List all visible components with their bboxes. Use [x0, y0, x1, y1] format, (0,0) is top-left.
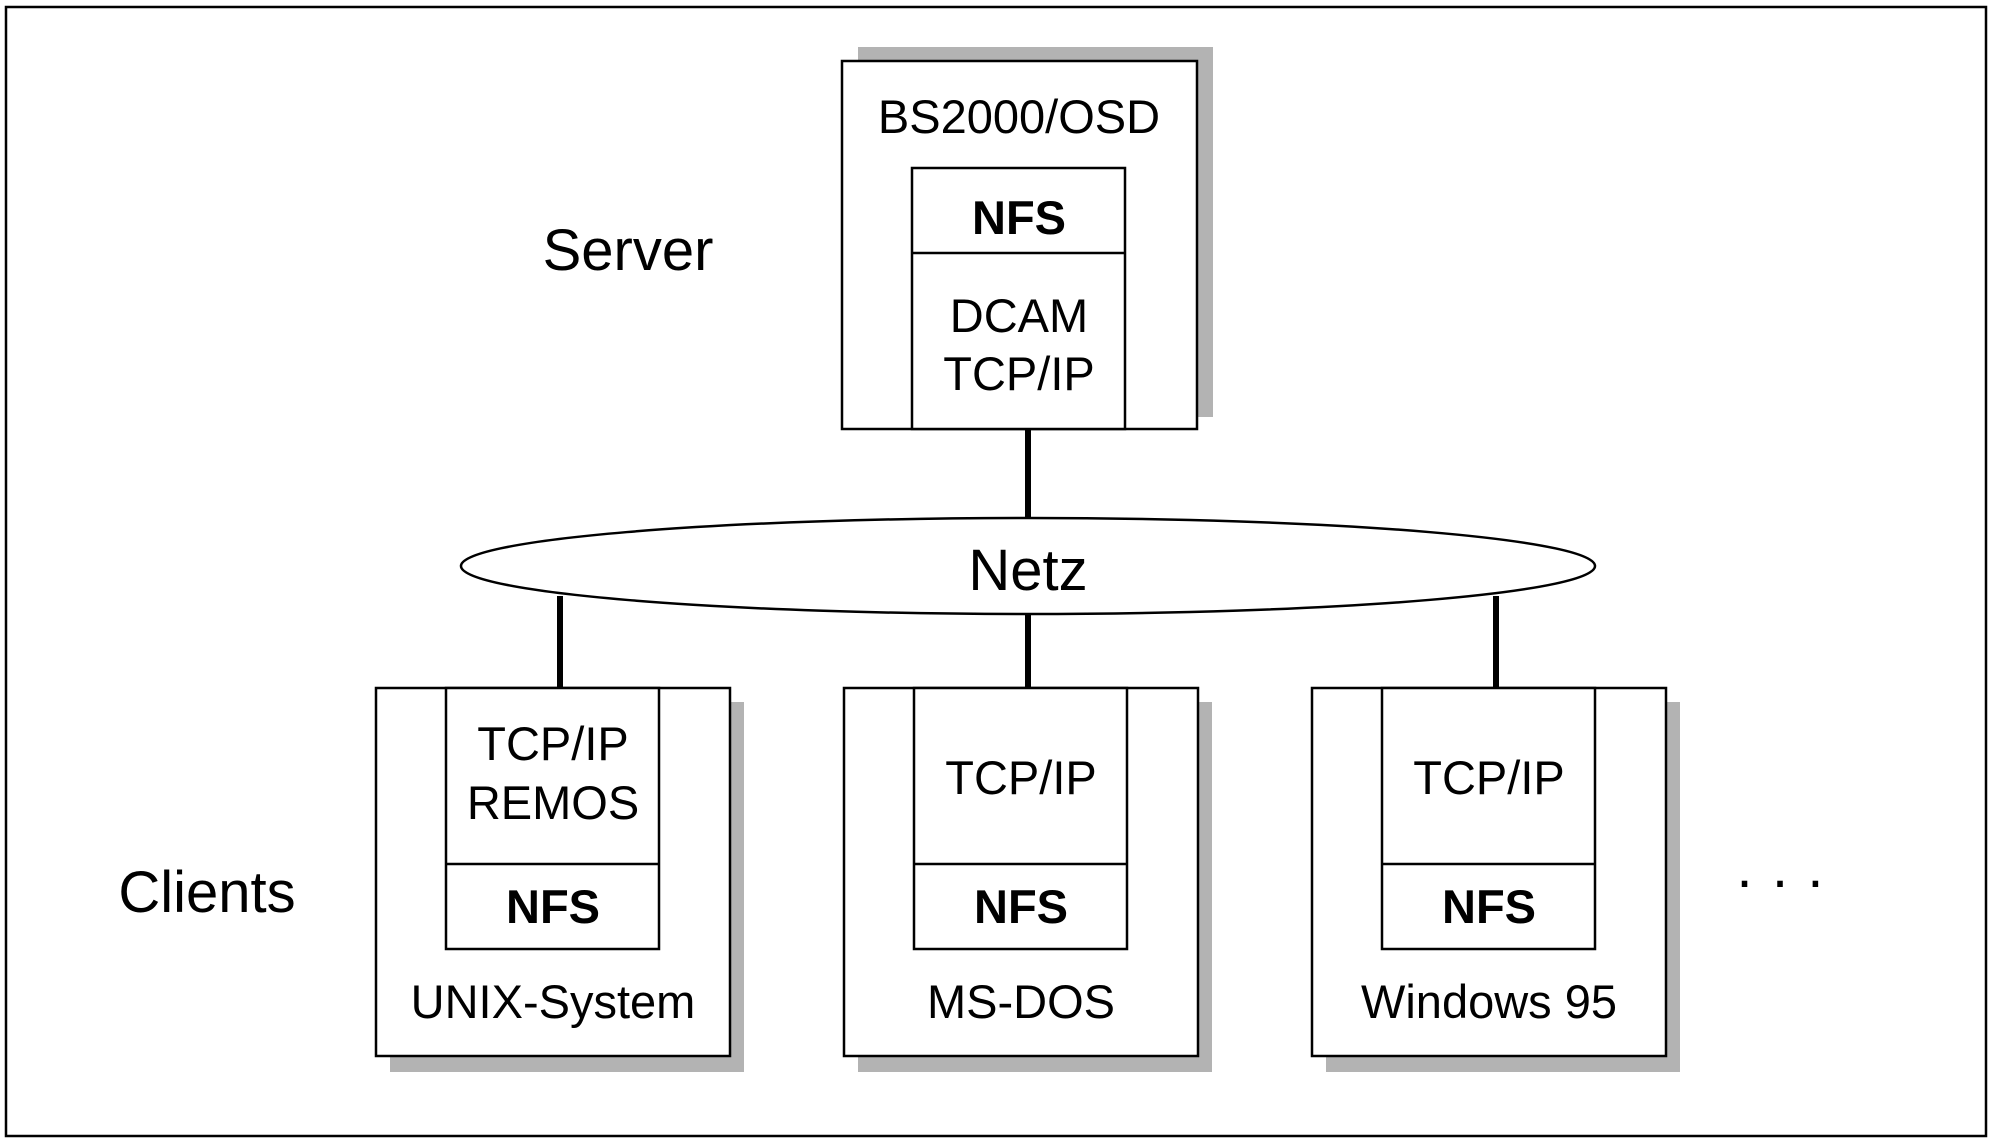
server-stack: [910, 166, 1127, 431]
client-msdos-name: MS-DOS: [927, 975, 1115, 1028]
client-unix-remos-layer: REMOS: [467, 776, 639, 829]
clients-label: Clients: [118, 860, 295, 925]
client-windows-name: Windows 95: [1361, 975, 1617, 1028]
client-windows-stack: [1380, 686, 1597, 951]
outer-frame: [4, 5, 1988, 1138]
client-unix-tcpip-layer: TCP/IP: [477, 717, 628, 770]
server-nfs-layer: NFS: [972, 191, 1066, 244]
client-unix-stack: [444, 686, 661, 951]
ellipsis-more-clients: · · ·: [1735, 848, 1825, 913]
client-unix-name: UNIX-System: [411, 975, 696, 1028]
server-box: BS2000/OSD NFS DCAM TCP/IP: [840, 47, 1213, 431]
server-tcpip-layer: TCP/IP: [943, 347, 1094, 400]
client-windows-nfs-layer: NFS: [1442, 880, 1536, 933]
server-label: Server: [543, 218, 714, 283]
client-unix-nfs-layer: NFS: [506, 880, 600, 933]
client-unix-box: TCP/IP REMOS NFS UNIX-System: [374, 686, 744, 1072]
client-msdos-tcpip-layer: TCP/IP: [945, 751, 1096, 804]
client-windows-box: TCP/IP NFS Windows 95: [1310, 686, 1680, 1072]
network-label: Netz: [968, 538, 1087, 603]
client-msdos-stack: [912, 686, 1129, 951]
client-windows-tcpip-layer: TCP/IP: [1413, 751, 1564, 804]
client-msdos-box: TCP/IP NFS MS-DOS: [842, 686, 1212, 1072]
client-msdos-nfs-layer: NFS: [974, 880, 1068, 933]
server-dcam-layer: DCAM: [950, 289, 1088, 342]
server-name: BS2000/OSD: [878, 90, 1160, 143]
